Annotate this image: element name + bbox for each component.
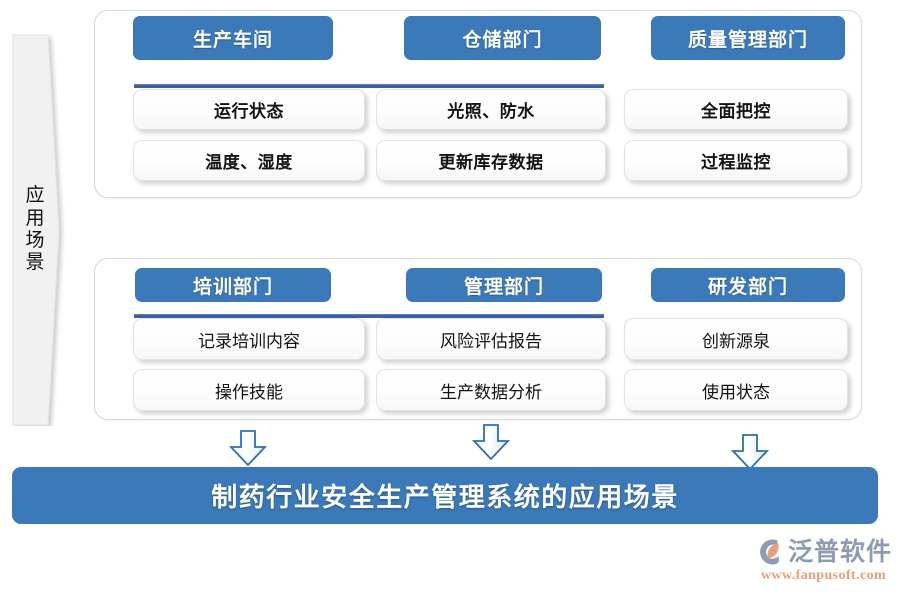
item-box-g0-c2-0[interactable]: 全面把控 [624,89,848,130]
item-box-g1-c0-1[interactable]: 操作技能 [133,369,365,411]
chip-header-g0-c0[interactable]: 生产车间 [133,16,333,60]
down-arrow-icon [471,424,511,461]
logo-wordmark: 泛普软件 [788,538,893,566]
side-banner-shape [12,34,60,426]
item-box-g0-c1-0[interactable]: 光照、防水 [376,89,606,130]
item-box-g1-c1-0[interactable]: 风险评估报告 [376,318,606,360]
fanpu-leaf-icon [760,539,779,565]
chip-header-g0-c1[interactable]: 仓储部门 [404,16,601,60]
logo-url: www.fanpusoft.com [761,568,887,583]
side-banner: 应 用 场 景 [12,34,70,426]
item-box-g1-c2-0[interactable]: 创新源泉 [624,318,848,360]
item-box-g1-c0-0[interactable]: 记录培训内容 [133,318,365,360]
summary-banner[interactable]: 制药行业安全生产管理系统的应用场景 [12,467,878,524]
down-arrow-icon [730,434,770,471]
down-arrow-left [228,430,268,467]
brand-logo: 泛普软件 www.fanpusoft.com [755,537,895,593]
chip-header-g1-c2[interactable]: 研发部门 [651,268,845,302]
item-box-g0-c2-1[interactable]: 过程监控 [624,140,848,181]
item-box-g1-c1-1[interactable]: 生产数据分析 [376,369,606,411]
side-banner-char-1: 用 [25,207,45,229]
side-banner-char-2: 场 [25,230,45,251]
item-box-g1-c2-1[interactable]: 使用状态 [624,369,848,411]
item-box-g0-c0-0[interactable]: 运行状态 [133,89,365,130]
down-arrow-center [471,424,511,461]
side-banner-char-3: 景 [25,252,45,274]
chip-header-g0-c2[interactable]: 质量管理部门 [651,16,845,60]
down-arrow-right [730,434,770,471]
header-divider-top [134,84,604,88]
item-box-g0-c1-1[interactable]: 更新库存数据 [376,140,606,181]
side-banner-char-0: 应 [25,185,45,207]
chip-header-g1-c1[interactable]: 管理部门 [406,268,602,302]
down-arrow-icon [228,430,268,467]
chip-header-g1-c0[interactable]: 培训部门 [135,268,331,302]
item-box-g0-c0-1[interactable]: 温度、湿度 [133,140,365,181]
side-banner-label: 应 用 场 景 [12,34,58,426]
header-divider-bottom [134,314,604,318]
logo-row: 泛普软件 [755,537,892,567]
